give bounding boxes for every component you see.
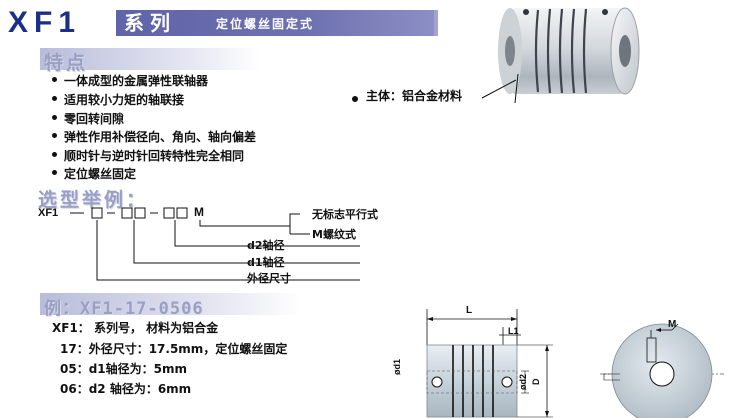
feature-item: 零回转间隙 [52, 111, 124, 127]
label-d1: d1轴径 [247, 256, 285, 269]
dim-d1: ød1 [392, 358, 402, 375]
bullet-icon [52, 170, 57, 175]
code-prefix: XF1 [38, 207, 59, 219]
dim-L: L [466, 305, 473, 316]
example-line: 05：d1轴径为：5mm [60, 362, 187, 376]
features-title: 特点 [44, 52, 89, 74]
feature-item: 顺时针与逆时针回转特性完全相同 [52, 148, 244, 164]
example-title-bar [40, 293, 300, 315]
dim-d2: ød2 [518, 373, 528, 390]
feature-item: 定位螺丝固定 [52, 166, 136, 182]
selection-title: 选型举例： [38, 189, 149, 211]
feature-item: 适用较小力矩的轴联接 [52, 92, 184, 108]
bullet-icon [52, 115, 57, 120]
bullet-icon [52, 133, 57, 138]
label-outer: 外径尺寸 [247, 272, 291, 285]
dim-M: M [668, 319, 677, 330]
feature-item: 弹性作用补偿径向、角向、轴向偏差 [52, 129, 256, 145]
example-title: 例：XF1-17-0506 [44, 299, 204, 319]
series-code: XF1 [8, 6, 82, 39]
dim-L1: L1 [508, 326, 519, 336]
dim-D: D [531, 378, 541, 386]
coupling-photo [498, 7, 640, 104]
selection-diagram [70, 207, 360, 281]
material-note: 主体：铝合金材料 [366, 89, 463, 103]
label-d2: d2轴径 [247, 239, 285, 252]
end-view-drawing [600, 323, 724, 418]
bullet-icon [52, 96, 57, 101]
label-no-mark: 无标志平行式 [312, 208, 378, 221]
code-suffix: M [194, 205, 204, 219]
bullet-icon [52, 77, 57, 82]
example-line: 17：外径尺寸：17.5mm，定位螺丝固定 [60, 342, 288, 356]
header-bar [116, 10, 438, 36]
header-subtitle: 定位螺丝固定式 [216, 17, 315, 31]
bullet-icon [52, 152, 57, 157]
label-m-thread: M螺纹式 [312, 228, 356, 241]
features-title-bar [40, 48, 260, 70]
feature-item: 一体成型的金属弹性联轴器 [52, 73, 208, 89]
series-word: 系列 [124, 11, 176, 35]
example-line: 06：d2 轴径为：6mm [60, 382, 192, 396]
side-view-drawing [426, 309, 553, 418]
example-line: XF1： 系列号， 材料为铝合金 [52, 321, 219, 335]
note-leader [481, 79, 517, 99]
note-dot [352, 96, 358, 102]
